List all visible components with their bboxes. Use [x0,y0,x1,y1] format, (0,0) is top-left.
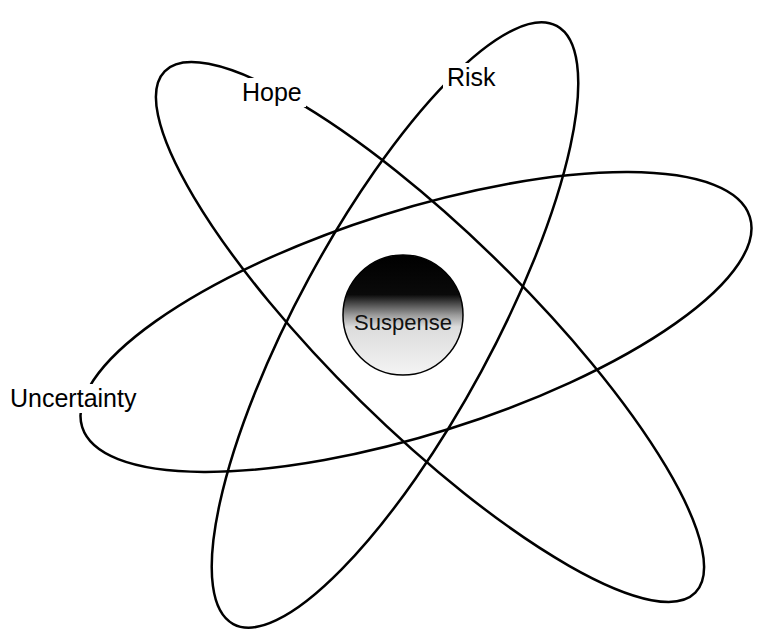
orbit-ellipse [147,0,643,638]
orbit-label: Risk [443,63,500,92]
orbit-label: Hope [238,78,306,107]
orbit-ellipse [96,1,757,638]
orbit-ellipse [49,110,757,534]
nucleus-fill [343,255,463,375]
nucleus-label: Suspense [354,310,452,336]
orbit-label: Uncertainty [6,384,140,413]
nucleus-circle: Suspense [341,253,465,377]
